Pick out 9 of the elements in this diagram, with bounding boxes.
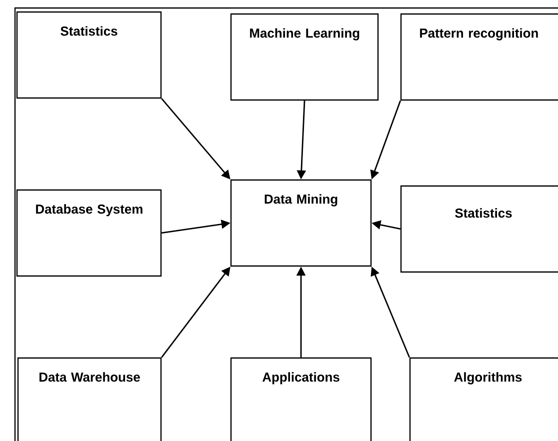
box: Data Warehouse bbox=[17, 357, 162, 441]
box: Machine Learning bbox=[230, 13, 379, 101]
box: Pattern recognition bbox=[400, 13, 558, 101]
box: Database System bbox=[16, 189, 162, 277]
box: Statistics bbox=[16, 11, 162, 99]
box: Applications bbox=[230, 357, 372, 441]
box: Data Mining bbox=[230, 179, 372, 267]
box: Statistics bbox=[400, 185, 558, 273]
box: Algorithms bbox=[409, 357, 558, 441]
